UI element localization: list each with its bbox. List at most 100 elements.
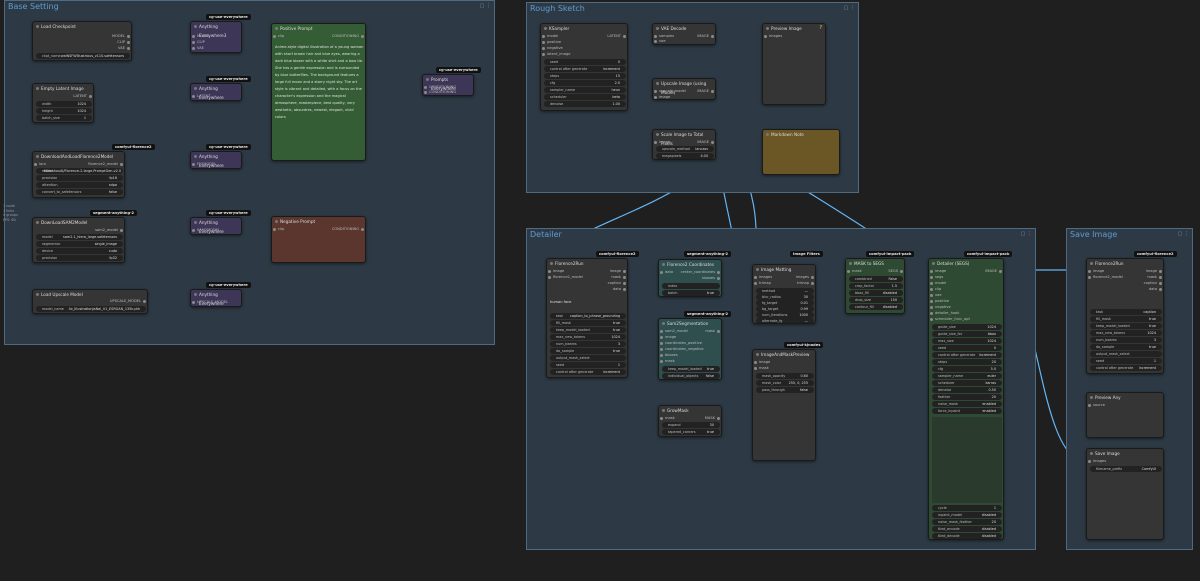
output-data[interactable]: data [1149,287,1163,291]
input-image[interactable]: image [929,269,946,273]
input-images[interactable]: images [763,34,782,38]
input-segs[interactable]: segs [929,275,943,279]
input-scheduler-func-opt[interactable]: scheduler_func_opt [929,317,970,321]
node-image-mask-preview[interactable]: ImageAndMaskPreview image mask mask_opac… [752,349,816,461]
node-download-florence2[interactable]: DownloadAndLoadFlorence2Model lora flore… [32,151,125,198]
input-positive[interactable]: positive [541,40,561,44]
input-coordinates-positive[interactable]: coordinates_positive [659,341,702,345]
output-caption[interactable]: caption [608,281,627,285]
input-latent-image[interactable]: latent_image [541,52,571,56]
input-florence2-model[interactable]: florence2_model [547,275,583,279]
input-clip[interactable]: clip [272,34,284,38]
output-conditioning[interactable]: CONDITIONING [332,34,365,38]
input-image[interactable]: image [547,269,564,273]
output-image[interactable]: IMAGE [697,89,715,93]
input-trimap[interactable]: trimap [753,281,771,285]
output-upscale-model[interactable]: UPSCALE_MODEL [110,299,147,303]
group-menu-icon[interactable]: ▢ ⋮ [1177,231,1189,237]
method-widget[interactable]: method— [756,288,814,294]
node-ksampler[interactable]: KSampler model positive negative latent_… [540,23,628,111]
node-prompts-everywhere[interactable]: Prompts Everywhere CONDITIONING CONDITIO… [422,74,474,96]
input-data[interactable]: data [659,270,673,274]
input-lora[interactable]: lora [33,162,46,166]
input-model[interactable]: MODEL [191,34,210,38]
node-load-checkpoint[interactable]: Load Checkpoint MODEL CLIP VAE ckpt_name… [32,21,132,61]
input-sam2-model[interactable]: sam2_model [659,329,688,333]
output-image[interactable]: IMAGE [697,34,715,38]
output-clip[interactable]: CLIP [117,40,131,44]
input-conditioning-neg[interactable]: CONDITIONING [423,90,456,94]
input-bboxes[interactable]: bboxes [659,353,678,357]
output-mask[interactable]: mask [705,329,721,333]
output-vae[interactable]: VAE [118,46,131,50]
output-sam2-model[interactable]: sam2_model [95,228,124,232]
output-latent[interactable]: LATENT [73,94,93,98]
node-anything-everywhere-latent[interactable]: Anything Everywhere LATENT [190,83,242,101]
ckpt-name-widget[interactable]: ckpt_name waiNSFWIllustrious_v110.safete… [36,53,130,59]
group-menu-icon[interactable]: ▢ ⋮ [843,5,855,11]
output-trimap[interactable]: trimap [797,281,815,285]
alternate-fg-widget[interactable]: alternate_fg— [756,318,814,323]
output-image[interactable]: image [610,269,627,273]
node-scale-total-pixels[interactable]: Scale Image to Total Pixels image IMAGE … [652,129,716,160]
input-vae[interactable]: vae [653,39,666,43]
input-mask[interactable]: mask [659,359,675,363]
input-coordinates-negative[interactable]: coordinates_negative [659,347,704,351]
input-image[interactable]: image [653,140,670,144]
input-image[interactable]: image [659,335,676,339]
node-florence2-run-caption[interactable]: Florence2Run image florence2_model image… [1086,258,1164,374]
input-negative[interactable]: negative [541,46,563,50]
output-image[interactable]: IMAGE [985,269,1003,273]
input-positive[interactable]: positive [929,299,949,303]
node-anything-everywhere-fl2[interactable]: Anything Everywhere FL2MODEL [190,151,242,169]
node-vae-decode[interactable]: VAE Decode samples vae IMAGE [652,23,716,45]
input-upscale-model[interactable]: UPSCALE_MODEL [191,300,228,304]
input-florence2-model[interactable]: florence2_model [1087,275,1123,279]
output-image[interactable]: image [1146,269,1163,273]
node-markdown-note[interactable]: Markdown Note [762,129,840,175]
input-mask[interactable]: mask [846,269,862,273]
input-source[interactable]: source [1087,403,1105,407]
output-florence2-model[interactable]: florence2_model [88,162,124,166]
